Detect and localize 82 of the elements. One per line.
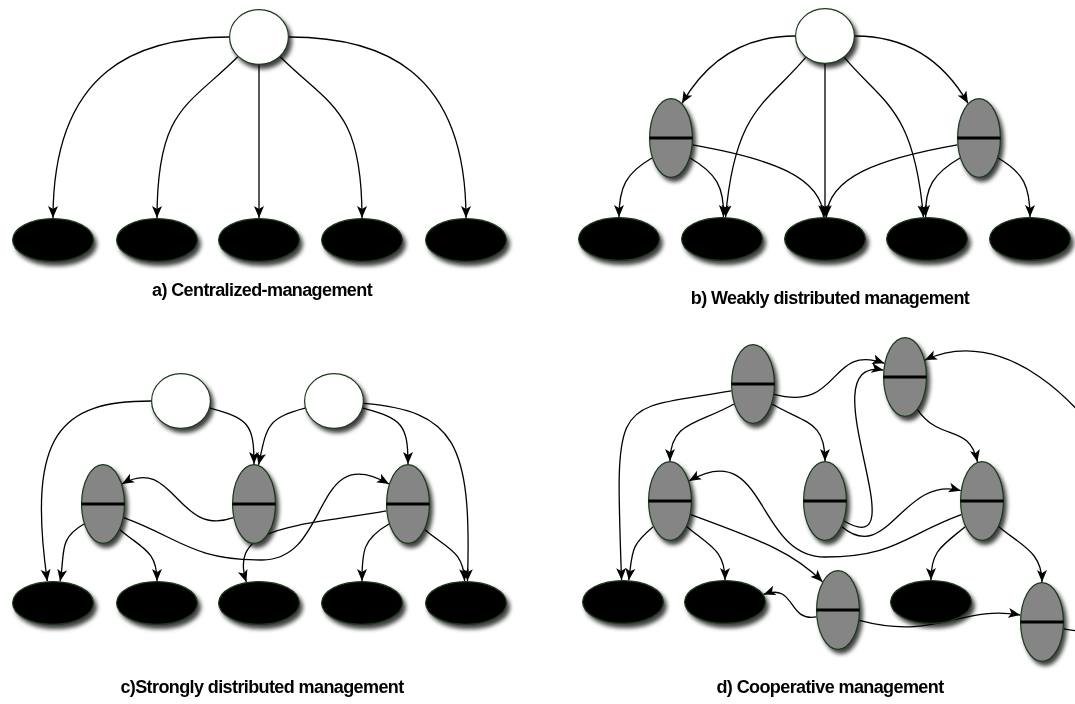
manager-circle (795, 8, 855, 64)
arrow (209, 407, 259, 465)
arrow (256, 407, 306, 466)
mid-level-manager-oval (803, 461, 847, 541)
arrow (820, 63, 830, 218)
arrow (681, 35, 796, 104)
mid-level-manager-oval (816, 570, 860, 650)
agent-ellipse (681, 217, 763, 261)
arrow (721, 56, 807, 218)
agent-ellipse (321, 581, 403, 625)
arrow (916, 409, 979, 463)
agent-ellipse (425, 581, 507, 625)
arrow (823, 144, 958, 218)
agent-ellipse (116, 581, 198, 625)
panel-caption: b) Weakly distributed management (690, 288, 970, 309)
arrow (48, 36, 230, 219)
arrow (123, 473, 390, 561)
arrow (625, 526, 654, 581)
arrow (843, 365, 884, 528)
mid-level-manager-oval (960, 461, 1004, 541)
mid-level-manager-oval (731, 344, 775, 424)
arrow (614, 157, 653, 218)
mid-level-manager-oval (386, 464, 430, 544)
arrow (279, 56, 367, 219)
panel-caption: d) Cooperative management (716, 677, 944, 698)
arrow (254, 64, 264, 219)
agent-ellipse (582, 580, 664, 624)
mid-level-manager-oval (81, 464, 125, 544)
agent-ellipse (890, 580, 972, 624)
arrow (288, 36, 471, 219)
arrow (841, 484, 962, 537)
arrow (926, 526, 966, 581)
arrow (924, 350, 1075, 631)
agent-ellipse (578, 217, 660, 261)
arrow (424, 529, 469, 582)
arrow (762, 586, 817, 618)
arrow (40, 400, 152, 582)
arrow (238, 510, 387, 583)
arrow (56, 523, 85, 582)
arrow (121, 474, 234, 522)
arrow (688, 470, 962, 558)
manager-circle (151, 373, 211, 429)
arrow (843, 56, 928, 218)
arrow (858, 608, 1021, 628)
arrow (690, 514, 824, 583)
agent-ellipse (425, 218, 507, 262)
agent-ellipse (116, 218, 198, 262)
mid-level-manager-oval (1020, 582, 1064, 662)
panel-caption: c)Strongly distributed management (120, 677, 404, 698)
agent-ellipse (218, 218, 300, 262)
arrow (616, 390, 732, 581)
mid-level-manager-oval (957, 98, 1001, 178)
arrow (997, 157, 1035, 218)
agent-ellipse (784, 217, 866, 261)
mid-level-manager-oval (883, 337, 927, 417)
agent-ellipse (12, 581, 94, 625)
arrow (686, 526, 730, 581)
agent-ellipse (218, 581, 300, 625)
mid-level-manager-oval (648, 461, 692, 541)
arrow (692, 144, 827, 218)
arrow (773, 355, 885, 398)
agent-ellipse (12, 218, 94, 262)
agent-ellipse (684, 580, 766, 624)
mid-level-manager-oval (232, 464, 276, 544)
arrow (998, 526, 1047, 583)
arrow (119, 529, 162, 582)
agent-ellipse (989, 217, 1071, 261)
arrow (152, 56, 239, 219)
arrow (362, 407, 413, 465)
agent-ellipse (321, 218, 403, 262)
arrow (357, 523, 390, 582)
arrow (363, 402, 473, 582)
arrow (665, 403, 735, 462)
manager-circle (229, 9, 289, 65)
mid-level-manager-oval (649, 98, 693, 178)
arrow (854, 35, 969, 104)
arrow (920, 157, 961, 218)
arrow (771, 403, 830, 462)
panel-caption: a) Centralized-management (151, 280, 373, 301)
agent-ellipse (886, 217, 968, 261)
manager-circle (304, 373, 364, 429)
arrow (689, 157, 729, 218)
